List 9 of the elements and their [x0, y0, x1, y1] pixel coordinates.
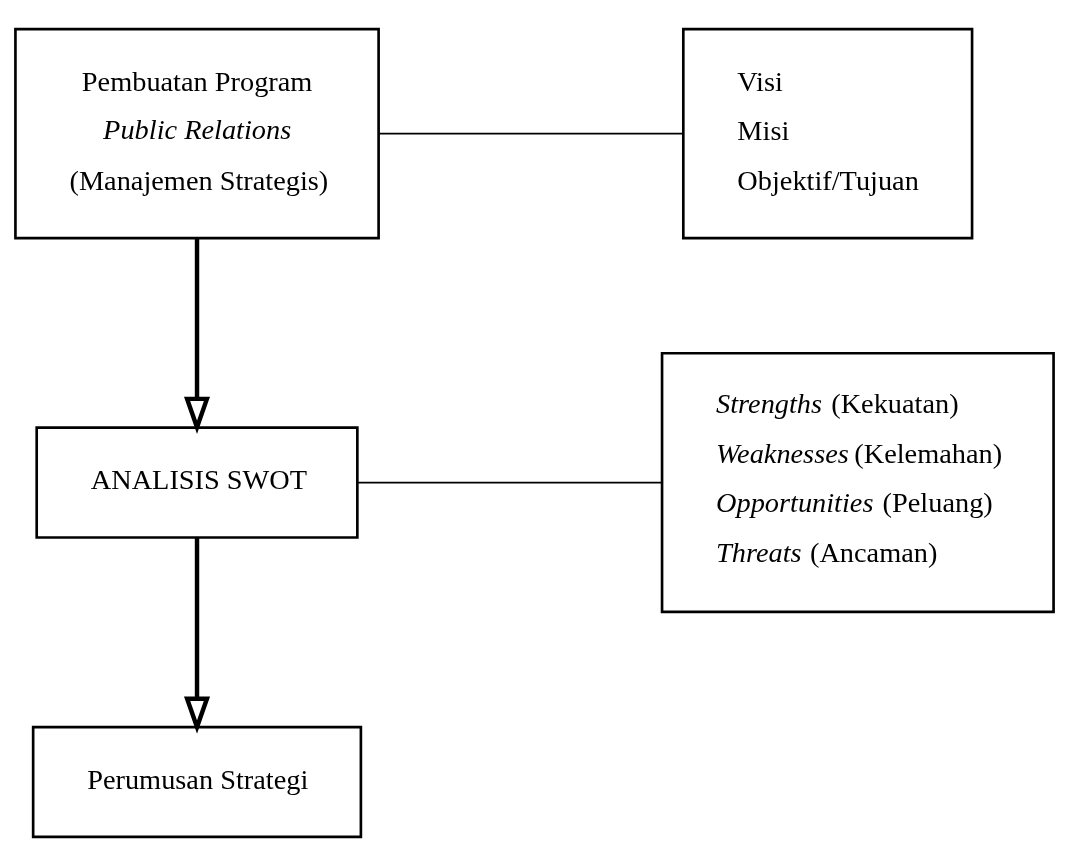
connector [356, 481, 663, 484]
node-box: Pembuatan Program Public Relations (Manajemen Strategis) [14, 27, 380, 240]
node-box: Visi Misi Objektif/Tujuan [681, 27, 974, 240]
node-box: Strengths (Kekuatan) Weaknesses (Kelemahan) Opportunities (Peluang) Threats (Ancaman) [660, 351, 1055, 614]
connector [377, 132, 684, 135]
node-box: Perumusan Strategi [31, 725, 363, 839]
arrow [183, 537, 211, 734]
node-box: ANALISIS SWOT [35, 426, 359, 539]
arrow [183, 238, 211, 434]
